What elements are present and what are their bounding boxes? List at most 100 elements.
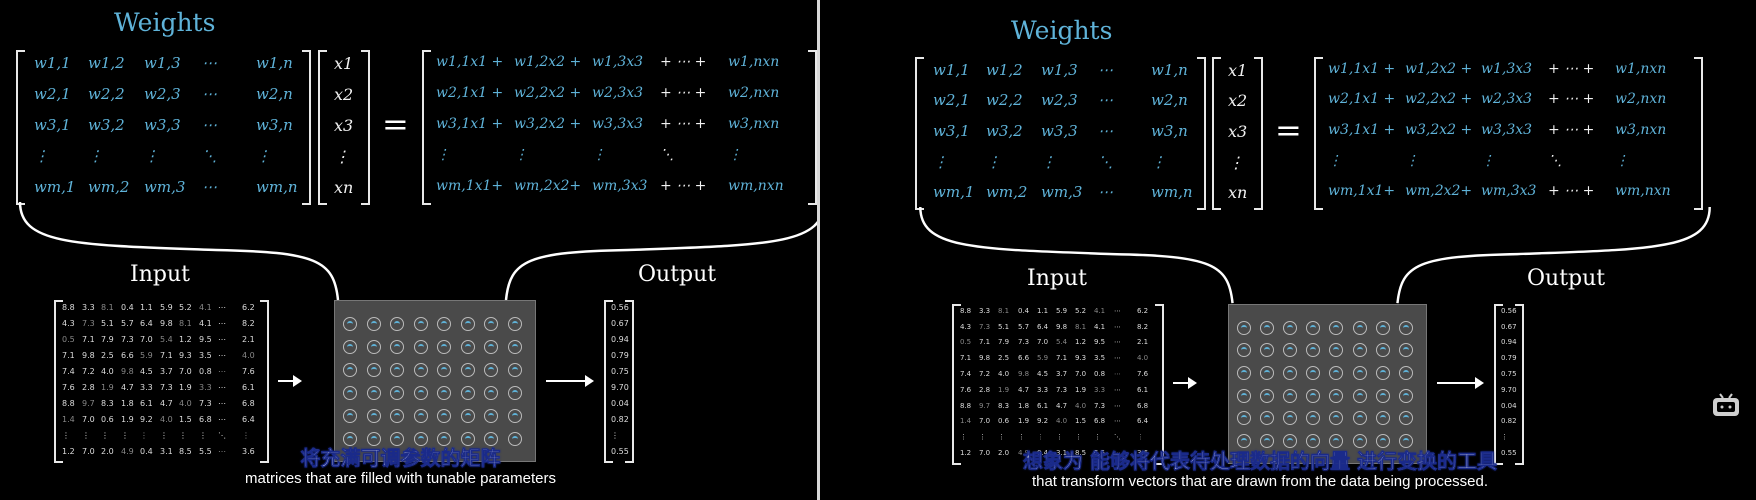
parameter-dial-icon xyxy=(484,340,498,354)
result-term: w3,2x2 + xyxy=(514,116,582,132)
input-value: 5.5 xyxy=(199,447,212,456)
result-term: ⋱ xyxy=(660,147,674,163)
input-value: 7.0 xyxy=(979,417,991,425)
parameter-dial-icon xyxy=(1353,434,1367,448)
result-term: wm,3x3 xyxy=(1481,183,1537,199)
input-value: 7.0 xyxy=(1075,370,1087,378)
weight-cell: w2,1 xyxy=(933,91,970,109)
input-value: ⋮ xyxy=(1018,433,1025,441)
result-term: w1,1x1 + xyxy=(436,54,504,70)
weight-cell: ⋮ xyxy=(34,147,49,165)
input-value: 4.5 xyxy=(1037,370,1049,378)
result-term: wm,1x1+ xyxy=(436,178,504,194)
input-value: 9.8 xyxy=(1056,323,1068,331)
input-value: 6.8 xyxy=(242,399,255,408)
parameter-dial-icon xyxy=(1353,389,1367,403)
parameter-dial-icon xyxy=(1376,366,1390,380)
weight-cell: ⋯ xyxy=(1098,122,1113,140)
result-term: w1,3x3 xyxy=(1481,61,1533,77)
parameter-dial-icon xyxy=(1306,411,1320,425)
parameter-dial-icon xyxy=(367,340,381,354)
weight-cell: ⋮ xyxy=(986,153,1001,171)
input-right-bracket xyxy=(260,300,269,463)
matrix-left-bracket xyxy=(16,50,25,205)
input-value: 3.3 xyxy=(979,307,991,315)
parameter-dial-icon xyxy=(437,363,451,377)
weight-cell: w1,2 xyxy=(986,61,1023,79)
parameter-dial-icon xyxy=(414,386,428,400)
parameter-dial-icon xyxy=(1283,434,1297,448)
input-value: 1.9 xyxy=(1018,417,1030,425)
input-value: 3.3 xyxy=(1094,386,1106,394)
input-value: ⋯ xyxy=(218,351,226,360)
input-value: 6.8 xyxy=(199,415,212,424)
input-value: 9.8 xyxy=(82,351,95,360)
input-value: 5.5 xyxy=(1094,449,1106,457)
parameter-dial-icon xyxy=(343,409,357,423)
result-term: + ⋯ + xyxy=(1548,122,1595,138)
input-value: 0.8 xyxy=(199,367,212,376)
input-value: 0.8 xyxy=(1094,370,1106,378)
output-value: 0.79 xyxy=(1501,354,1517,362)
input-value: ⋱ xyxy=(1114,433,1121,441)
input-value: 7.9 xyxy=(101,335,114,344)
parameter-dial-icon xyxy=(1329,389,1343,403)
input-value: 6.1 xyxy=(1037,402,1049,410)
parameter-dial-icon xyxy=(414,340,428,354)
weight-cell: wm,n xyxy=(1151,183,1193,201)
input-value: ⋮ xyxy=(199,431,207,440)
matrix-right-bracket xyxy=(1197,57,1206,210)
input-value: 0.4 xyxy=(1037,449,1049,457)
input-value: 4.3 xyxy=(960,323,972,331)
result-term: + ⋯ + xyxy=(1548,183,1595,199)
input-value: 8.1 xyxy=(101,303,114,312)
input-value: ⋮ xyxy=(960,433,967,441)
result-term: + ⋯ + xyxy=(660,178,707,194)
input-value: 7.1 xyxy=(960,354,972,362)
input-value: 9.7 xyxy=(979,402,991,410)
result-term: ⋮ xyxy=(728,147,742,163)
result-term: w1,nxn xyxy=(1615,61,1667,77)
output-right-bracket xyxy=(1515,304,1524,465)
parameter-dial-icon xyxy=(414,432,428,446)
input-value: 9.8 xyxy=(1018,370,1030,378)
input-value: ⋯ xyxy=(218,415,226,424)
input-value: 7.9 xyxy=(998,338,1010,346)
input-value: 3.1 xyxy=(1056,449,1068,457)
input-value: 5.9 xyxy=(1056,307,1068,315)
parameter-dial-icon xyxy=(508,363,522,377)
parameter-dial-icon xyxy=(484,386,498,400)
output-value: ⋮ xyxy=(1501,433,1508,441)
input-value: 7.0 xyxy=(140,335,153,344)
input-value: 1.1 xyxy=(140,303,153,312)
input-value: 1.2 xyxy=(179,335,192,344)
input-value: 6.8 xyxy=(1137,402,1149,410)
input-value: 8.2 xyxy=(242,319,255,328)
input-value: 8.8 xyxy=(960,402,972,410)
parameter-dial-icon xyxy=(390,432,404,446)
weight-cell: wm,n xyxy=(256,178,298,196)
parameter-dial-icon xyxy=(1306,343,1320,357)
weight-cell: ⋯ xyxy=(202,178,217,196)
input-value: 8.3 xyxy=(101,399,114,408)
output-value: 0.82 xyxy=(611,415,629,424)
result-term: ⋮ xyxy=(1615,153,1629,169)
parameter-dial-icon xyxy=(437,340,451,354)
result-left-bracket xyxy=(422,50,431,205)
input-value: 1.9 xyxy=(101,383,114,392)
input-value: 8.1 xyxy=(1075,323,1087,331)
input-value: 9.3 xyxy=(1075,354,1087,362)
weight-cell: w3,n xyxy=(256,116,293,134)
input-value: 7.6 xyxy=(242,367,255,376)
input-value: 3.6 xyxy=(242,447,255,456)
input-value: 8.3 xyxy=(998,402,1010,410)
subtitle-chinese: 将充满可调参数的矩阵 xyxy=(300,446,501,471)
parameter-dial-icon xyxy=(508,409,522,423)
result-term: w3,1x1 + xyxy=(1328,122,1396,138)
input-value: 9.5 xyxy=(199,335,212,344)
input-value: 5.4 xyxy=(1056,338,1068,346)
parameter-dial-icon xyxy=(1237,321,1251,335)
weight-cell: w1,n xyxy=(256,54,293,72)
input-value: ⋮ xyxy=(82,431,90,440)
